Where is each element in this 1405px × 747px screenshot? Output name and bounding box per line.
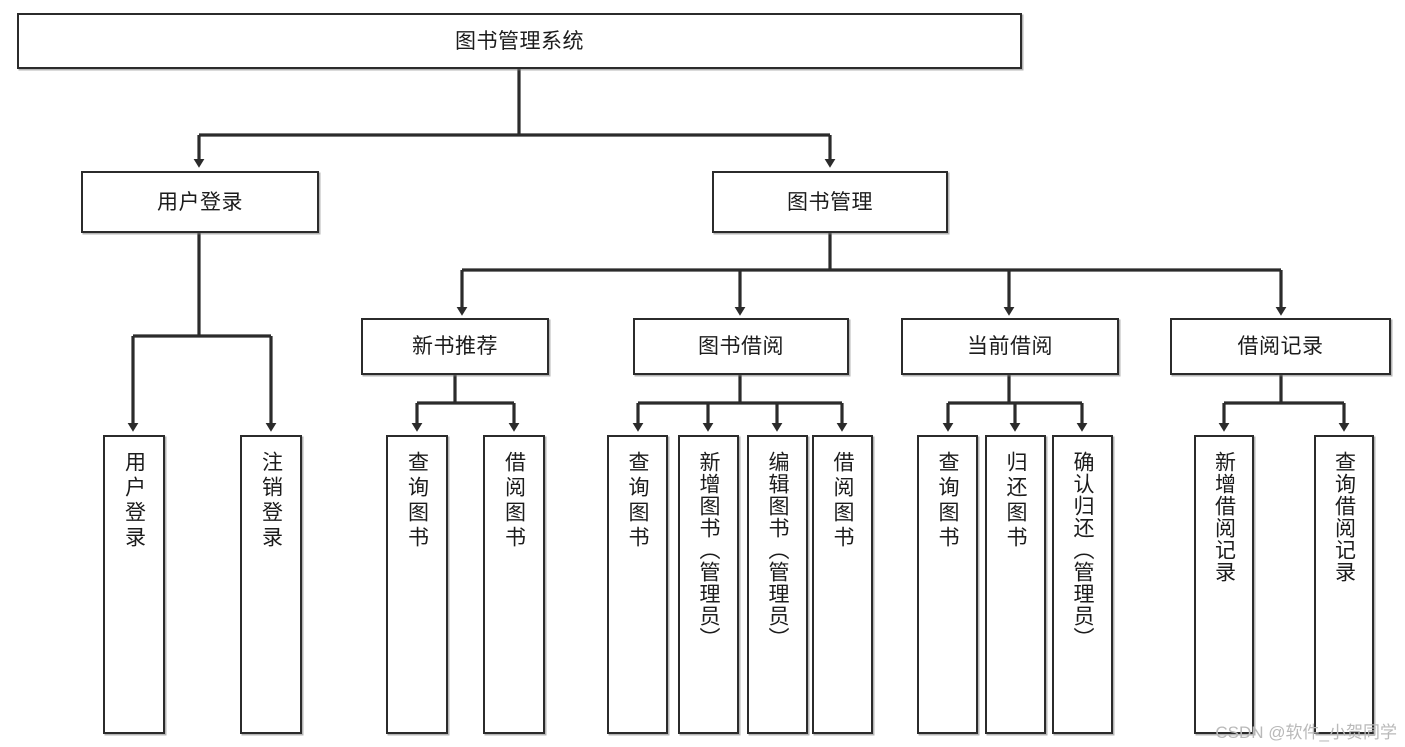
node-leaf-logout-label: 注销登录 (259, 451, 283, 551)
node-leaf-confirm-return-admin[interactable]: 确认归还（管理员） (1052, 435, 1113, 734)
node-leaf-query-book-cur-label: 查询图书 (936, 451, 959, 551)
node-book-manage[interactable]: 图书管理 (712, 171, 948, 233)
node-leaf-add-record[interactable]: 新增借阅记录 (1194, 435, 1254, 734)
node-leaf-borrow-book-label: 借阅图书 (831, 451, 854, 551)
edges-current-borrow (942, 375, 1088, 432)
node-borrow-record-label: 借阅记录 (1237, 335, 1324, 358)
node-leaf-add-book-admin[interactable]: 新增图书（管理员） (678, 435, 739, 734)
edges-borrow-record (1218, 375, 1350, 432)
node-root-label: 图书管理系统 (455, 29, 584, 53)
node-current-borrow[interactable]: 当前借阅 (901, 318, 1119, 375)
node-leaf-edit-book-admin-label: 编辑图书（管理员） (766, 451, 789, 649)
node-leaf-query-book-rec[interactable]: 查询图书 (386, 435, 448, 734)
node-leaf-query-book-label: 查询图书 (626, 451, 649, 551)
edges-user-login (127, 233, 277, 432)
node-leaf-query-record[interactable]: 查询借阅记录 (1314, 435, 1374, 734)
node-user-login[interactable]: 用户登录 (81, 171, 319, 233)
node-leaf-borrow-book-rec[interactable]: 借阅图书 (483, 435, 545, 734)
edges-new-book-recommend (411, 375, 520, 432)
node-current-borrow-label: 当前借阅 (967, 335, 1053, 358)
node-book-manage-label: 图书管理 (787, 190, 873, 214)
edges-book-manage (456, 233, 1287, 316)
node-leaf-borrow-book-rec-label: 借阅图书 (502, 451, 526, 551)
node-new-book-recommend-label: 新书推荐 (412, 335, 498, 358)
node-leaf-add-record-label: 新增借阅记录 (1212, 451, 1236, 583)
node-leaf-query-book-cur[interactable]: 查询图书 (917, 435, 978, 734)
edges-book-borrow (632, 375, 848, 432)
node-leaf-borrow-book[interactable]: 借阅图书 (812, 435, 873, 734)
node-leaf-query-book-rec-label: 查询图书 (405, 451, 429, 551)
node-borrow-record[interactable]: 借阅记录 (1170, 318, 1391, 375)
node-leaf-return-book-label: 归还图书 (1004, 451, 1027, 551)
node-book-borrow[interactable]: 图书借阅 (633, 318, 849, 375)
node-leaf-confirm-return-admin-label: 确认归还（管理员） (1071, 451, 1094, 649)
node-leaf-user-login[interactable]: 用户登录 (103, 435, 165, 734)
node-leaf-logout[interactable]: 注销登录 (240, 435, 302, 734)
edges-root (193, 69, 836, 168)
node-book-borrow-label: 图书借阅 (698, 335, 784, 358)
node-leaf-return-book[interactable]: 归还图书 (985, 435, 1046, 734)
node-leaf-edit-book-admin[interactable]: 编辑图书（管理员） (747, 435, 808, 734)
node-user-login-label: 用户登录 (157, 190, 243, 214)
node-leaf-user-login-label: 用户登录 (122, 451, 146, 551)
node-new-book-recommend[interactable]: 新书推荐 (361, 318, 549, 375)
node-leaf-query-book[interactable]: 查询图书 (607, 435, 668, 734)
node-leaf-add-book-admin-label: 新增图书（管理员） (697, 451, 720, 649)
node-leaf-query-record-label: 查询借阅记录 (1332, 451, 1356, 583)
node-root[interactable]: 图书管理系统 (17, 13, 1022, 69)
